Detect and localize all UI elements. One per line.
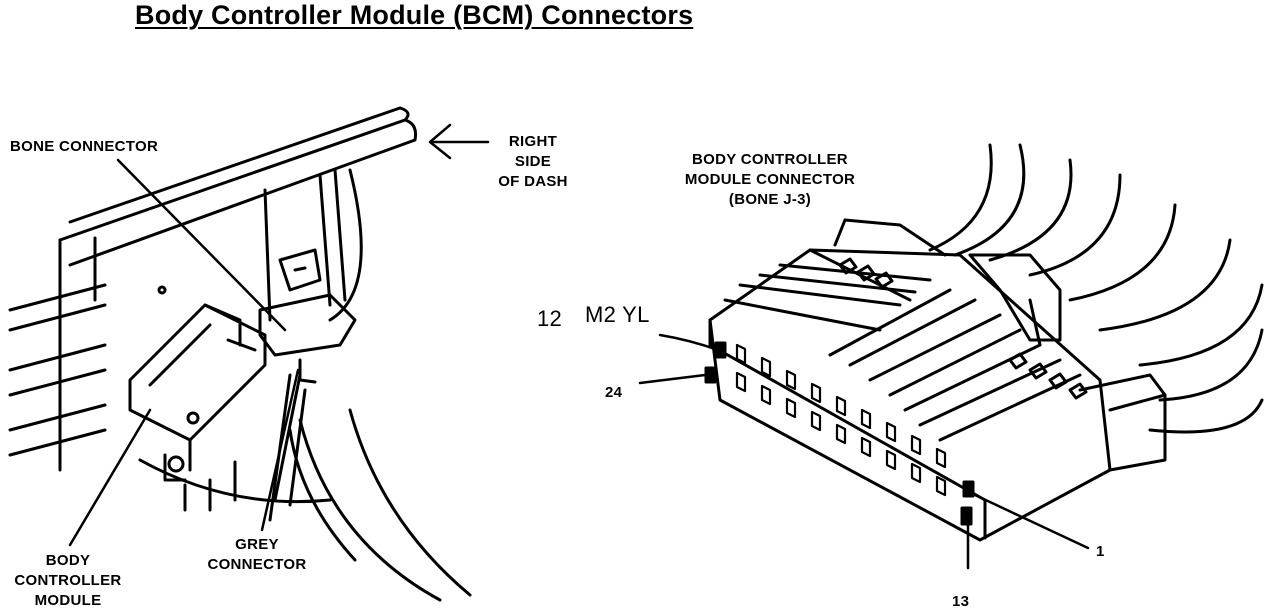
leader-body-controller [68,408,152,547]
page-title: Body Controller Module (BCM) Connectors [135,0,694,30]
label-pin-24: 24 [605,384,623,401]
label-pin-12: 12 [537,306,563,331]
connector-illustration [708,143,1264,542]
label-grey-line1: GREY [235,536,279,553]
label-right-side-line3: OF DASH [498,173,568,190]
label-grey-line2: CONNECTOR [207,556,307,573]
label-right-side-line1: RIGHT [508,133,558,150]
label-body-controller-line3: MODULE [34,592,102,609]
label-body-controller-module: BODY CONTROLLER MODULE [0,551,136,611]
label-right-side-dash: RIGHT SIDE OF DASH [488,132,578,192]
end-pins [704,341,975,526]
arrow-right-side-dash [428,123,490,160]
label-pin-1: 1 [1096,543,1105,560]
label-bcm-connector-line2: MODULE CONNECTOR [684,171,856,188]
leader-grey-connector [260,368,300,532]
pin-cavities-row-top [735,343,947,469]
pin-leaders [638,333,1090,570]
label-body-controller-line2: CONTROLLER [14,572,122,589]
label-grey-connector: GREY CONNECTOR [190,535,324,575]
label-bcm-connector: BODY CONTROLLER MODULE CONNECTOR (BONE J… [640,150,900,210]
label-bcm-connector-line3: (BONE J-3) [728,191,812,208]
label-wire-m2yl: M2 YL [585,302,650,327]
label-bcm-connector-line1: BODY CONTROLLER [692,151,848,168]
dash-illustration [8,106,472,602]
label-body-controller-line1: BODY [45,552,91,569]
leader-bone-connector [116,158,287,332]
label-pin-13: 13 [952,593,970,610]
pin-cavities-row-bottom [735,371,947,497]
label-bone-connector: BONE CONNECTOR [10,138,159,155]
label-right-side-line2: SIDE [514,153,552,170]
